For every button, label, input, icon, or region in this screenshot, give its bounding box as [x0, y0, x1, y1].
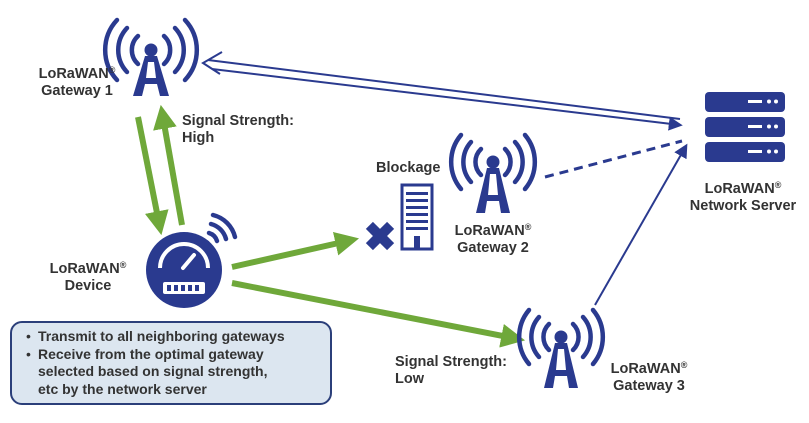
device-label: LoRaWAN® Device	[49, 260, 127, 295]
gateway-2-icon	[449, 132, 537, 213]
gw3-server-link	[594, 143, 688, 306]
wifi-icon	[202, 212, 238, 248]
gw1-server-arrowhead	[201, 51, 223, 75]
signal-strength-low-label: Signal Strength: Low	[395, 354, 507, 387]
gateway-1-label: LoRaWAN® Gateway 1	[38, 65, 116, 100]
gw1-server-link-lower	[211, 68, 683, 131]
server-rack-icon	[705, 92, 785, 162]
uplink-arrow-device-gw3	[231, 280, 526, 348]
note-item-continued: selected based on signal strength,	[38, 363, 268, 379]
notes-box: •Transmit to all neighboring gateways •R…	[10, 321, 332, 405]
uplink-arrow-device-gw1	[153, 104, 185, 226]
gateway-2-label: LoRaWAN® Gateway 2	[454, 222, 532, 257]
connections	[135, 51, 688, 348]
bullet-icon: •	[26, 345, 31, 362]
network-server-label: LoRaWAN® Network Server	[689, 180, 797, 215]
x-cross-icon	[365, 221, 395, 251]
gw1-server-link-upper	[207, 59, 681, 120]
building-icon	[400, 183, 434, 251]
note-item: •Receive from the optimal gateway	[26, 345, 264, 362]
gateway-3-icon	[517, 307, 605, 388]
gateway-1-icon	[102, 17, 200, 96]
note-item-continued: etc by the network server	[38, 380, 207, 397]
uplink-arrow-device-blockage	[231, 231, 360, 270]
bullet-icon: •	[26, 328, 31, 344]
blockage-label: Blockage	[376, 160, 441, 176]
note-item: •Transmit to all neighboring gateways	[26, 328, 285, 344]
downlink-arrow-gw1-device	[135, 116, 169, 236]
gw2-server-dashed-link	[544, 139, 683, 179]
meter-device-icon	[146, 232, 222, 308]
notes-list: •Transmit to all neighboring gateways •R…	[26, 328, 320, 398]
signal-strength-high-label: Signal Strength: High	[182, 113, 294, 146]
gateway-3-label: LoRaWAN® Gateway 3	[610, 360, 688, 395]
